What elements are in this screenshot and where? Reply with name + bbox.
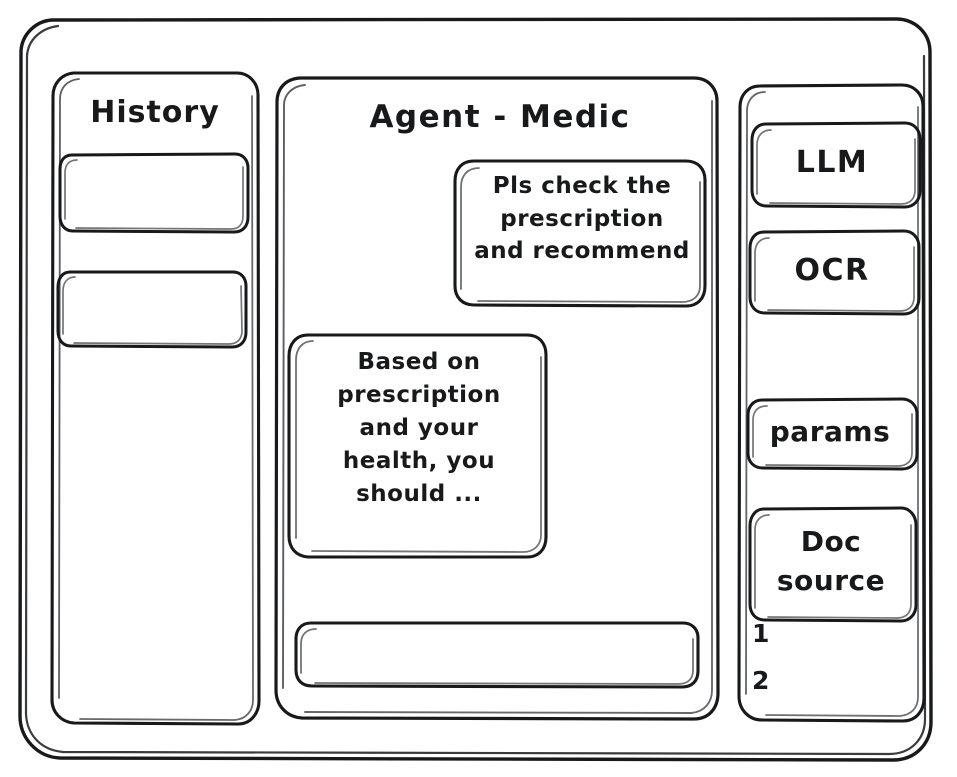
tool-button-doc-source[interactable]: Doc source xyxy=(776,525,886,597)
tool-button-ocr[interactable]: OCR xyxy=(794,253,870,288)
doc-source-list-item-2[interactable]: 2 xyxy=(752,666,770,695)
history-item-2[interactable] xyxy=(58,272,246,347)
doc-source-list-item-1[interactable]: 1 xyxy=(752,619,770,648)
tool-button-params[interactable]: params xyxy=(769,415,891,448)
page-title: Agent - Medic xyxy=(369,99,631,135)
tool-button-llm[interactable]: LLM xyxy=(795,145,869,180)
history-panel-title: History xyxy=(90,95,220,130)
agent-message-bubble: Based on prescription and your health, y… xyxy=(337,349,501,508)
history-item-1[interactable] xyxy=(60,154,248,232)
user-message-bubble: Pls check the prescription and recommend xyxy=(474,173,690,265)
message-input[interactable] xyxy=(296,623,698,687)
